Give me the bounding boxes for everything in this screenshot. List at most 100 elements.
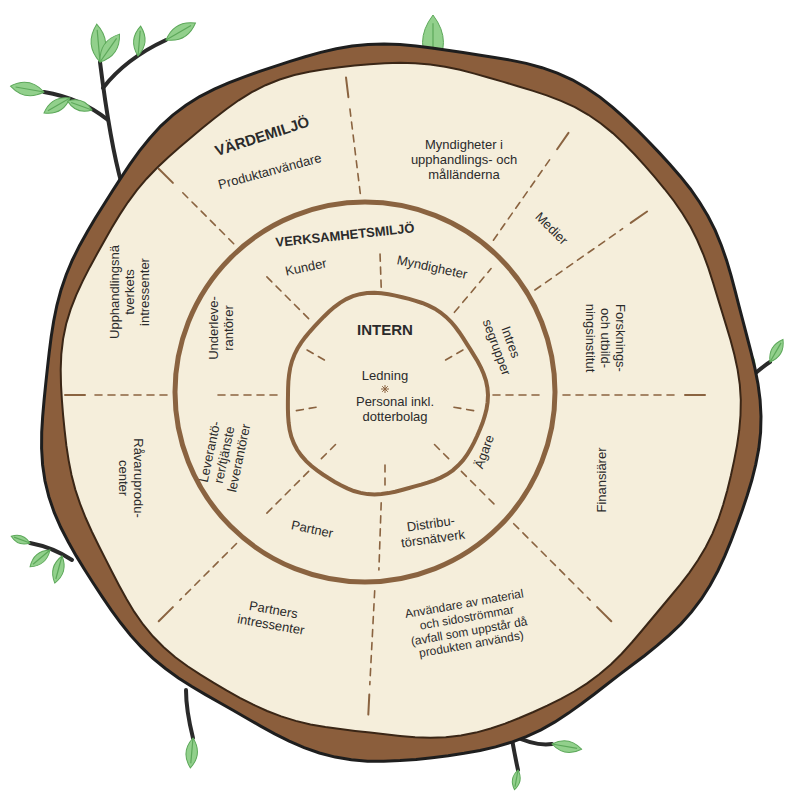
leaf: [9, 80, 45, 99]
leaf-vein: [552, 744, 577, 748]
ring-outline: [173, 200, 557, 584]
inner-divider: [446, 348, 468, 361]
leaf-vein: [138, 31, 140, 56]
wood-crack: [346, 77, 348, 97]
middle-divider: [461, 471, 498, 508]
leaf: [95, 30, 125, 65]
outer-divider: [514, 524, 590, 600]
leaf-blade: [766, 337, 788, 364]
outer-divider: [180, 544, 237, 601]
leaf-vein: [166, 26, 191, 40]
leaf-blade: [9, 80, 45, 99]
leaf: [511, 769, 522, 790]
stakeholder-label: Underleve- rantörer: [207, 292, 237, 364]
wood-crack: [631, 212, 647, 223]
stakeholder-label: Råvaruprodu- center: [115, 434, 145, 522]
outer-divider: [563, 394, 675, 396]
ring-line: [175, 202, 555, 582]
bark: [42, 44, 761, 761]
wood-crack: [159, 607, 173, 621]
internal-core: INTERN LedningPersonal inkl. dotterbolag: [283, 293, 487, 497]
stakeholder-label: Distribu- törsnätverk: [388, 511, 476, 552]
stakeholder-label: Upphandlingsnä tverkets intressenter: [108, 240, 153, 345]
middle-divider: [265, 471, 309, 515]
leaf: [27, 546, 53, 570]
leaf-vein: [16, 87, 44, 92]
wood: [61, 63, 741, 738]
middle-divider: [493, 394, 545, 396]
stakeholder-label: Användare av material och sidoströmmar (…: [400, 587, 536, 664]
inner-divider: [291, 407, 316, 411]
leaf-vein: [515, 770, 518, 787]
branch: [186, 690, 193, 738]
leaf-blade: [41, 93, 73, 118]
leaf-blade: [10, 533, 31, 547]
outer-divider: [370, 591, 375, 685]
leaf-blade: [50, 555, 68, 585]
stakeholder-label: Partner: [281, 516, 343, 543]
stakeholder-label: Forsknings- och utbild- ningsinstitut: [583, 293, 628, 383]
wood-crack: [65, 394, 85, 396]
stakeholder-label: Myndigheter i upphandlings- och mållände…: [408, 138, 520, 183]
inner-divider: [435, 445, 453, 463]
stakeholder-label: Finansiärer: [595, 435, 610, 525]
leaf-vein: [48, 98, 70, 111]
leaf-blade: [95, 30, 125, 65]
middle-divider: [380, 250, 381, 287]
ring-line: [288, 293, 488, 495]
inner-divider: [303, 348, 325, 361]
leaf: [163, 17, 199, 45]
stakeholder-label: Partners intressenter: [223, 595, 322, 641]
stakeholder-label: Kunder: [275, 254, 337, 281]
inner-divider: [384, 465, 386, 490]
leaf-vein: [191, 738, 193, 763]
leaf: [66, 96, 94, 114]
leaf: [41, 93, 73, 118]
wood-crack: [159, 169, 173, 183]
leaf-vein: [770, 343, 781, 362]
leaf-vein: [33, 550, 50, 564]
stakeholder-label: Medier: [525, 203, 578, 256]
leaf: [766, 337, 788, 364]
inner-divider: [454, 407, 479, 411]
stakeholder-label: Intres segrupper: [478, 309, 529, 381]
leaf: [50, 555, 68, 585]
outer-divider: [535, 229, 623, 290]
leaf-vein: [14, 537, 30, 543]
leaf: [551, 738, 583, 754]
segment-dividers: [65, 77, 705, 714]
leaf-vein: [100, 38, 117, 62]
leaf-vein: [97, 30, 100, 62]
leaf: [132, 26, 146, 57]
wood-crack: [685, 394, 705, 396]
value-ring: VÄRDEMILJÖProduktanvändareMyndigheter i …: [45, 45, 755, 755]
middle-divider: [379, 503, 381, 570]
business-ring: VERKSAMHETSMILJÖKunder MyndigheterIntres …: [173, 200, 557, 584]
leaf-vein: [56, 556, 62, 579]
leaf-blade: [66, 96, 94, 114]
stakeholder-label: Ledning: [345, 369, 425, 384]
leaf: [185, 738, 199, 769]
leaf-blade: [27, 546, 53, 570]
centre-asterisk: [382, 386, 388, 392]
leaf-blade: [185, 738, 199, 769]
outer-divider: [350, 107, 361, 193]
stakeholder-label: Personal inkl. dotterbolag: [340, 395, 450, 425]
ring-heading: INTERN: [340, 321, 430, 338]
middle-divider: [215, 394, 277, 396]
stakeholder-label: Ägare: [469, 426, 500, 478]
leaf: [10, 533, 31, 547]
leaf-blade: [132, 26, 146, 57]
leaf-blade: [511, 769, 522, 790]
outer-divider: [95, 394, 167, 396]
wood-crack: [597, 607, 611, 621]
middle-divider: [263, 273, 308, 318]
wood-crack: [368, 695, 369, 715]
stakeholder-label: Myndigheter: [386, 251, 477, 284]
leaf-blade: [551, 738, 583, 754]
ring-heading: VERKSAMHETSMILJÖ: [260, 220, 431, 253]
outer-divider: [180, 190, 234, 244]
leaf-blade: [163, 17, 199, 45]
wood-crack: [557, 133, 568, 149]
inner-divider: [318, 445, 336, 463]
